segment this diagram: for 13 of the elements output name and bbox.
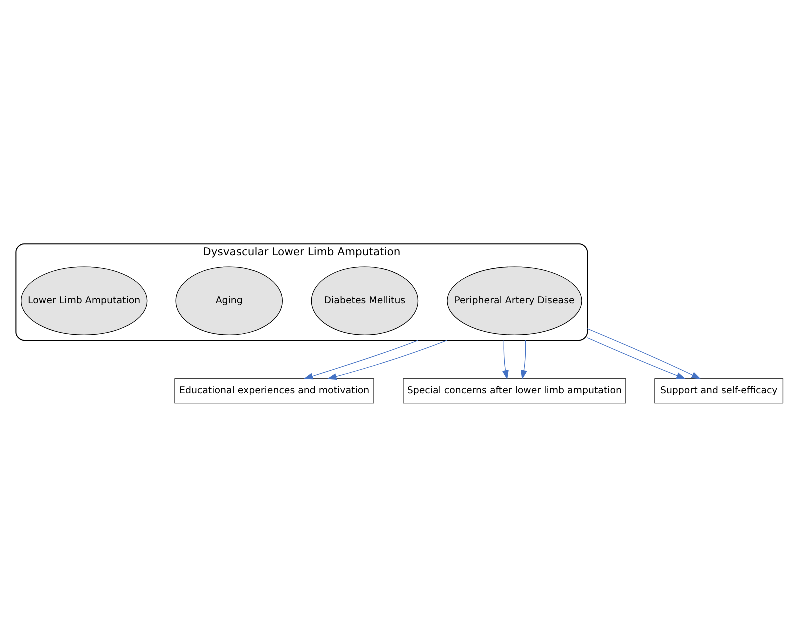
node-ellipse: Diabetes Mellitus	[311, 266, 419, 336]
arrow	[587, 328, 702, 380]
node-ellipse: Lower Limb Amputation	[20, 266, 148, 336]
arrow	[327, 340, 448, 380]
node-box: Support and self-efficacy	[654, 378, 784, 404]
arrow	[587, 338, 686, 380]
arrow	[520, 340, 528, 380]
node-ellipse: Peripheral Artery Disease	[447, 266, 582, 336]
node-box: Special concerns after lower limb amputation	[403, 378, 626, 404]
node-box: Educational experiences and motivation	[174, 378, 374, 404]
node-ellipse: Aging	[176, 266, 283, 336]
arrow	[304, 340, 419, 380]
arrow	[502, 340, 509, 380]
